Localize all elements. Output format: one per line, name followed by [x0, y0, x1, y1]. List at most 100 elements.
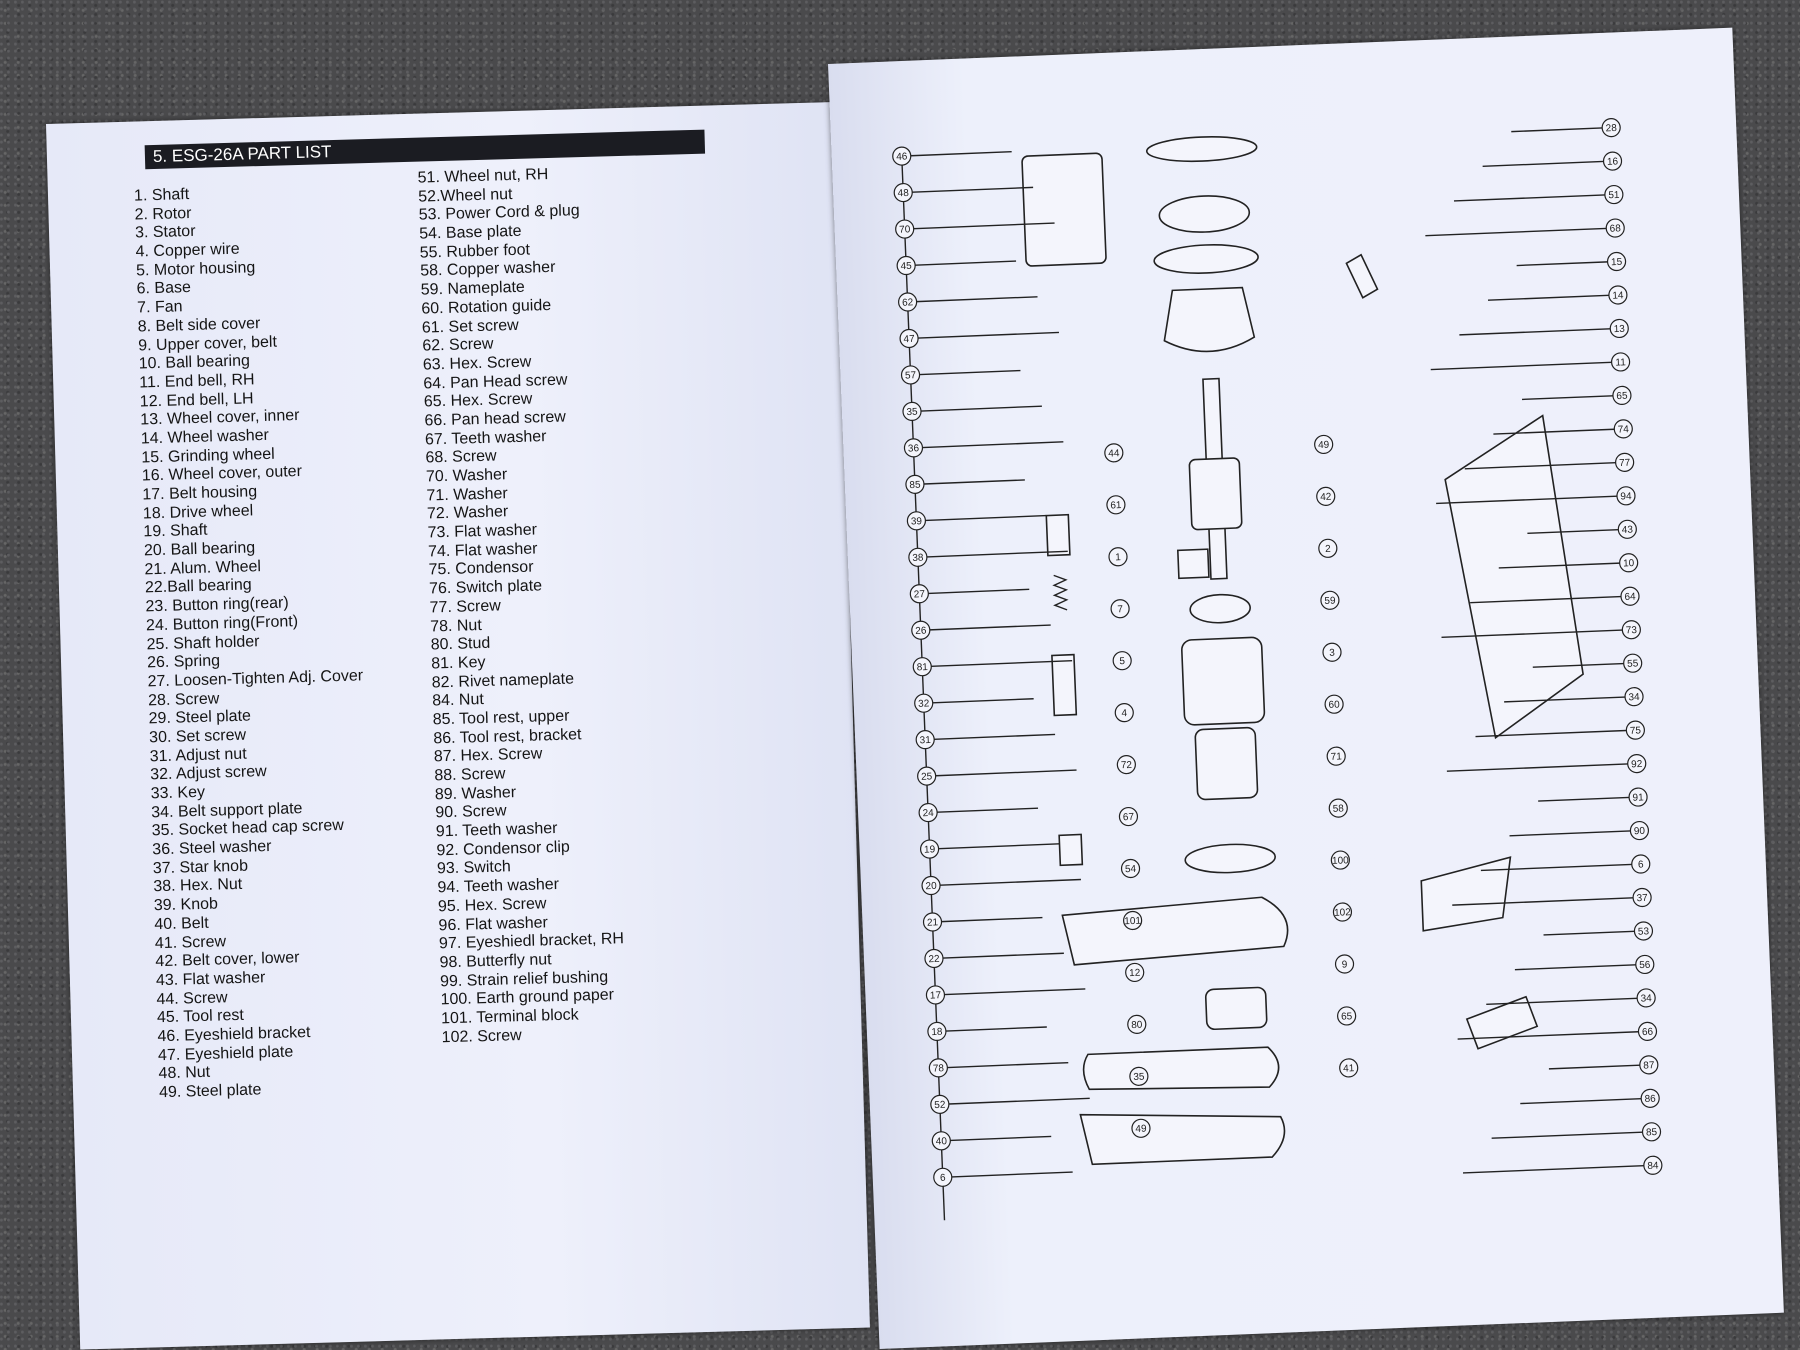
callout-number: 14: [1612, 290, 1624, 301]
spring: [1052, 574, 1069, 611]
callout-number: 5: [1119, 656, 1125, 667]
leader-line: [1504, 696, 1626, 703]
callout-number: 60: [1328, 699, 1340, 710]
callout-number: 54: [1125, 864, 1137, 875]
callout-number: 91: [1632, 792, 1644, 803]
leader-line: [937, 807, 1039, 813]
callout: 55: [1623, 653, 1643, 673]
leader-line: [1487, 294, 1609, 301]
callout: 86: [1640, 1088, 1660, 1108]
callout: 19: [919, 839, 940, 859]
exploded-parts-diagram: 4648704562475735368539382726813231252419…: [892, 118, 1663, 1221]
leader-line: [1498, 562, 1620, 569]
callout: 4: [1114, 703, 1134, 723]
callout-number: 55: [1627, 658, 1639, 669]
callout: 2: [1318, 538, 1338, 558]
leader-line: [925, 514, 1047, 522]
leader-line: [929, 624, 1051, 631]
callout: 90: [1629, 820, 1650, 841]
callout: 39: [906, 511, 927, 531]
leader-line: [1482, 160, 1604, 168]
leader-line: [910, 151, 1012, 157]
callout-number: 57: [905, 370, 917, 381]
callout-number: 45: [900, 261, 912, 272]
leader-line: [912, 186, 1034, 193]
callout: 61: [1106, 495, 1126, 515]
leader-line: [1480, 863, 1632, 872]
leader-line: [1436, 495, 1618, 505]
callout-number: 31: [919, 735, 931, 746]
callout-number: 66: [1642, 1027, 1654, 1038]
callout-number: 28: [1605, 123, 1617, 134]
leader-line: [1520, 1097, 1642, 1105]
leader-line: [1509, 830, 1631, 837]
callout-number: 90: [1634, 826, 1646, 837]
leader-line: [1548, 1064, 1640, 1070]
callout-number: 22: [928, 954, 940, 965]
callout-number: 46: [896, 151, 908, 162]
leader-line: [931, 659, 1073, 668]
callout: 65: [1612, 385, 1632, 406]
callout: 68: [1605, 218, 1625, 238]
callout-number: 64: [1624, 592, 1636, 603]
callout-number: 15: [1611, 257, 1623, 268]
callout: 87: [1639, 1055, 1659, 1075]
callout-number: 34: [1640, 993, 1652, 1004]
callout: 7: [1110, 599, 1130, 619]
callout-number: 62: [902, 297, 914, 308]
callout-numbers: 4648704562475735368539382726813231252419…: [892, 118, 1663, 1187]
callout: 25: [917, 766, 937, 786]
callout: 27: [909, 584, 929, 604]
leader-line: [951, 1171, 1073, 1178]
callout: 10: [1619, 553, 1639, 573]
callout: 3: [1322, 642, 1342, 662]
callout-number: 27: [914, 589, 926, 600]
leader-line: [919, 369, 1021, 376]
end-bell: [1163, 286, 1256, 353]
leader-line: [1538, 796, 1630, 802]
leader-line: [1486, 997, 1638, 1006]
callout-number: 21: [927, 917, 939, 928]
leader-line: [918, 331, 1059, 339]
leader-line: [1493, 428, 1615, 435]
leader-line: [1457, 1031, 1639, 1040]
callout: 43: [1617, 519, 1637, 539]
leader-line: [1475, 729, 1627, 738]
callout-number: 36: [908, 443, 920, 454]
ball-bearing: [1058, 833, 1084, 867]
callout-number: 100: [1332, 855, 1350, 867]
belt: [1082, 1046, 1280, 1091]
callout: 5: [1112, 651, 1132, 671]
callout: 44: [1104, 443, 1124, 463]
callout: 11: [1610, 352, 1631, 372]
callout-number: 11: [1615, 357, 1626, 368]
callout-number: 26: [915, 625, 927, 636]
callout-number: 40: [936, 1136, 948, 1147]
callout-number: 17: [930, 990, 942, 1001]
callout-number: 71: [1330, 751, 1342, 762]
callout-number: 73: [1626, 625, 1638, 636]
end-bell-lh: [1184, 843, 1276, 874]
callout-number: 70: [899, 224, 911, 235]
callout: 17: [925, 985, 946, 1005]
callout: 42: [1316, 486, 1336, 506]
callout-number: 18: [931, 1027, 943, 1038]
leader-line: [945, 1026, 1047, 1032]
callout: 46: [892, 146, 912, 166]
callout: 14: [1608, 285, 1628, 305]
callout-number: 94: [1620, 491, 1632, 502]
callout: 80: [1127, 1014, 1147, 1034]
callout: 59: [1320, 590, 1340, 610]
callout: 71: [1326, 746, 1346, 766]
callout-number: 2: [1325, 544, 1331, 555]
callout: 101: [1123, 910, 1143, 931]
callout-number: 74: [1618, 424, 1630, 435]
callout: 13: [1609, 318, 1629, 339]
callout-number: 58: [1333, 803, 1345, 814]
callout-number: 37: [1636, 893, 1648, 904]
callout: 12: [1125, 962, 1145, 983]
leader-line: [1532, 662, 1624, 668]
callout: 35: [1129, 1066, 1149, 1086]
callout: 91: [1628, 787, 1648, 807]
